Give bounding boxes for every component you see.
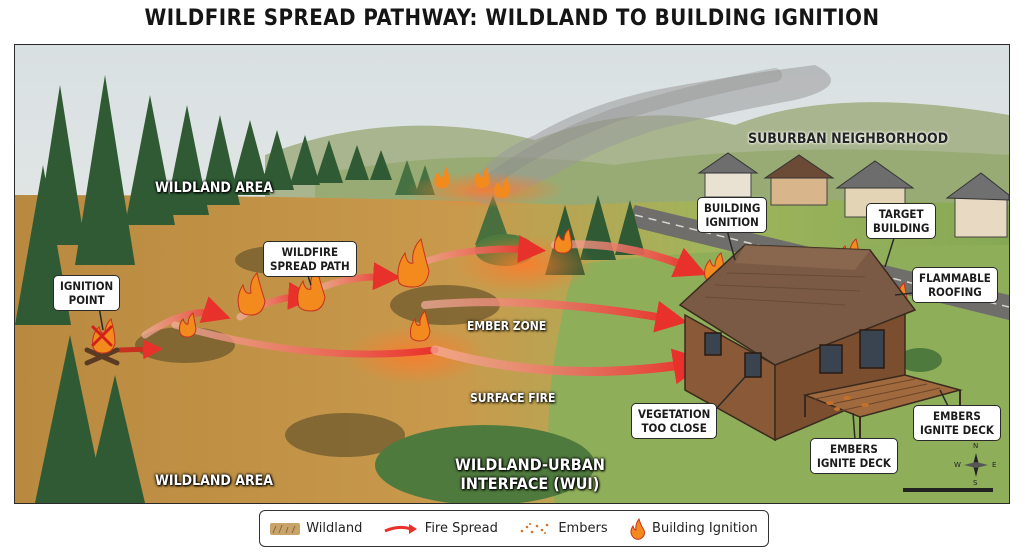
compass-n: N <box>973 442 979 450</box>
compass-e: E <box>992 461 997 469</box>
embers-ignite-deck-callout-1: EMBERS IGNITE DECK <box>810 438 898 474</box>
compass-rose: N S E W <box>954 442 996 487</box>
flammable-roofing-callout: FLAMMABLE ROOFING <box>912 267 998 303</box>
suburban-neighborhood-label: SUBURBAN NEIGHBORHOOD <box>748 131 949 147</box>
wildland-area-label-bottom: WILDLAND AREA <box>155 473 274 489</box>
spread-path-callout: WILDFIRE SPREAD PATH <box>263 241 357 277</box>
flame-icon <box>630 517 646 540</box>
legend-item-fire-spread: Fire Spread <box>383 521 498 537</box>
wildland-swatch-icon <box>270 522 301 535</box>
target-house <box>678 244 963 442</box>
compass-icon <box>964 453 988 477</box>
page-title: WILDFIRE SPREAD PATHWAY: WILDLAND TO BUI… <box>144 6 880 31</box>
ember-zone-label: EMBER ZONE <box>467 319 547 333</box>
wildland-area-label-top: WILDLAND AREA <box>155 180 274 196</box>
legend: Wildland Fire Spread Embers Building Ign… <box>259 510 769 547</box>
legend-item-wildland: Wildland <box>270 521 362 537</box>
compass-s: S <box>973 479 978 487</box>
compass-w: W <box>954 461 961 469</box>
target-building-callout: TARGET BUILDING <box>866 203 937 239</box>
embers-ignite-deck-callout-2: EMBERS IGNITE DECK <box>913 405 1001 441</box>
scene-svg <box>15 45 1009 503</box>
legend-item-embers: Embers <box>518 521 608 537</box>
ignition-campfire <box>84 318 120 366</box>
building-ignition-callout: BUILDING IGNITION <box>697 197 768 233</box>
scene-illustration: WILDLAND AREA WILDLAND AREA SUBURBAN NEI… <box>14 44 1010 504</box>
scale-bar <box>903 488 993 492</box>
legend-item-building-ignition: Building Ignition <box>628 517 758 540</box>
vegetation-too-close-callout: VEGETATION TOO CLOSE <box>631 403 718 439</box>
embers-icon <box>521 522 549 534</box>
conifer-trees <box>15 75 645 503</box>
surface-fire-label: SURFACE FIRE <box>470 391 556 405</box>
fire-spread-arrow-icon <box>384 523 417 534</box>
ignition-point-callout: IGNITION POINT <box>53 275 121 311</box>
wui-label: WILDLAND-URBAN INTERFACE (WUI) <box>455 455 605 493</box>
